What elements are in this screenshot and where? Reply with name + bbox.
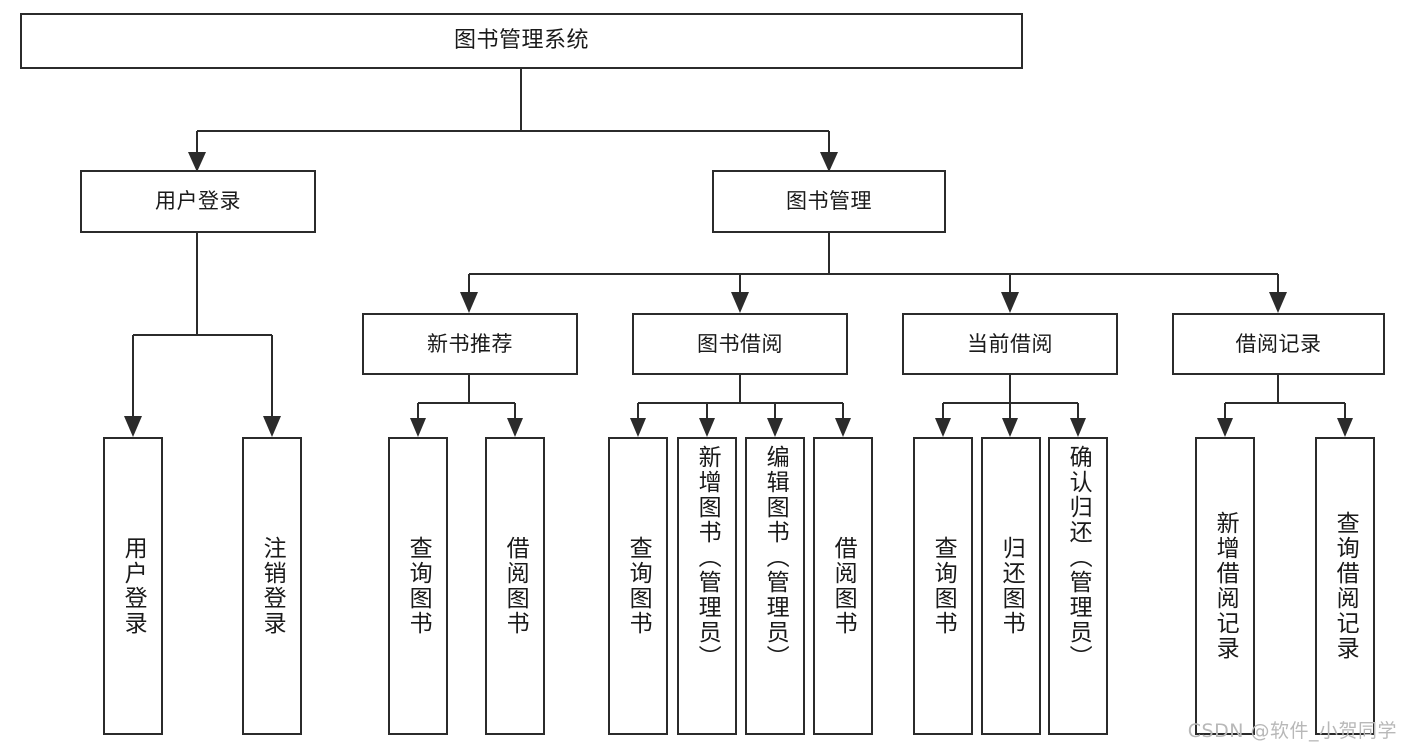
node-label: 借阅记录 [1235, 331, 1322, 356]
node-label: 图书管理系统 [453, 28, 589, 54]
node-label: 用户登录 [155, 189, 241, 214]
leaf-return-book[interactable]: 归还图书 [981, 437, 1041, 735]
node-book-manage[interactable]: 图书管理 [712, 170, 946, 233]
leaf-confirm-return-admin[interactable]: 确认归还（管理员） [1048, 437, 1108, 735]
node-label: 当前借阅 [967, 331, 1053, 356]
node-label: 查询图书 [930, 536, 957, 636]
leaf-add-book-admin[interactable]: 新增图书（管理员） [677, 437, 737, 735]
leaf-query-book-recommend[interactable]: 查询图书 [388, 437, 448, 735]
node-label: 查询图书 [625, 536, 652, 636]
node-label: 用户登录 [120, 536, 147, 636]
leaf-logout-login[interactable]: 注销登录 [242, 437, 302, 735]
leaf-query-book-current[interactable]: 查询图书 [913, 437, 973, 735]
node-current-borrow[interactable]: 当前借阅 [902, 313, 1118, 375]
leaf-borrow-book-borrow[interactable]: 借阅图书 [813, 437, 873, 735]
node-label: 借阅图书 [830, 536, 857, 636]
node-new-book-recommend[interactable]: 新书推荐 [362, 313, 578, 375]
node-label: 新书推荐 [427, 331, 513, 356]
node-borrow-record[interactable]: 借阅记录 [1172, 313, 1385, 375]
node-root-book-management-system[interactable]: 图书管理系统 [20, 13, 1023, 69]
leaf-borrow-book-recommend[interactable]: 借阅图书 [485, 437, 545, 735]
node-label: 确认归还（管理员） [1065, 445, 1092, 670]
node-label: 新增借阅记录 [1212, 511, 1239, 661]
leaf-user-login[interactable]: 用户登录 [103, 437, 163, 735]
node-label: 查询图书 [405, 536, 432, 636]
node-label: 注销登录 [259, 536, 286, 636]
node-book-borrow[interactable]: 图书借阅 [632, 313, 848, 375]
node-label: 编辑图书（管理员） [762, 445, 789, 670]
node-user-login[interactable]: 用户登录 [80, 170, 316, 233]
node-label: 新增图书（管理员） [694, 445, 721, 670]
node-label: 借阅图书 [502, 536, 529, 636]
leaf-query-book-borrow[interactable]: 查询图书 [608, 437, 668, 735]
leaf-edit-book-admin[interactable]: 编辑图书（管理员） [745, 437, 805, 735]
csdn-watermark: CSDN @软件_小贺同学 [1187, 720, 1397, 742]
leaf-add-borrow-record[interactable]: 新增借阅记录 [1195, 437, 1255, 735]
node-label: 图书管理 [786, 189, 872, 214]
node-label: 查询借阅记录 [1332, 511, 1359, 661]
node-label: 图书借阅 [697, 331, 783, 356]
leaf-query-borrow-record[interactable]: 查询借阅记录 [1315, 437, 1375, 735]
node-label: 归还图书 [998, 536, 1025, 636]
